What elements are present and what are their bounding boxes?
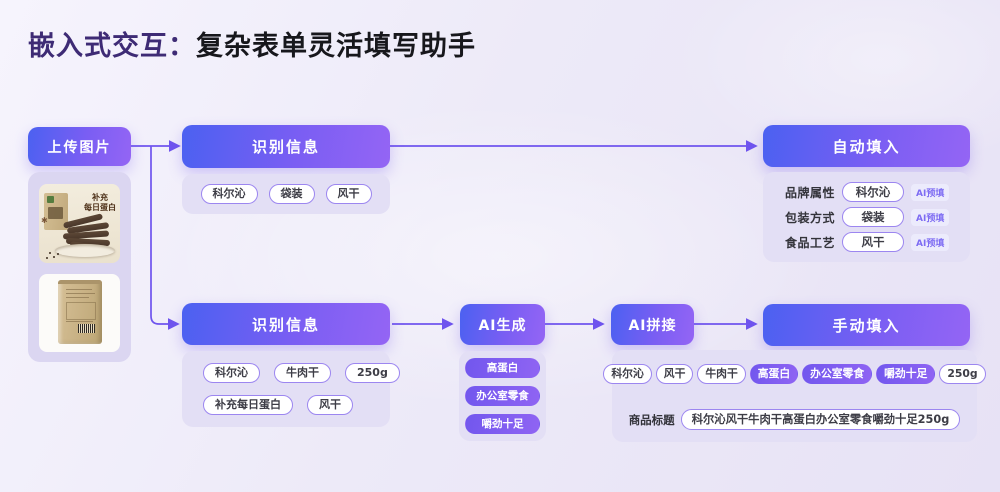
label-line [66, 289, 92, 290]
recognize-info-button-bottom[interactable]: 识别信息 [182, 303, 390, 345]
generated-tag-chip[interactable]: 办公室零食 [465, 386, 540, 406]
tag-chip[interactable]: 补充每日蛋白 [203, 395, 293, 415]
tag-chip[interactable]: 250g [345, 363, 400, 383]
peppercorn [57, 253, 59, 255]
ai-generate-button[interactable]: AI生成 [460, 304, 545, 345]
tag-chip[interactable]: 牛肉干 [274, 363, 331, 383]
recognize-info-button-top[interactable]: 识别信息 [182, 125, 390, 168]
label-line [66, 321, 93, 322]
peppercorn [46, 257, 48, 259]
photo-badge-text: 补充 每日蛋白 [84, 193, 116, 213]
photo-badge-line2: 每日蛋白 [84, 203, 116, 212]
joined-result-panel: 科尔沁 风干 牛肉干 高蛋白 办公室零食 嚼劲十足 250g 商品标题 科尔沁风… [603, 350, 986, 442]
form-row-brand: 品牌属性 科尔沁 AI预填 [763, 182, 970, 202]
peppercorn [49, 252, 51, 254]
tag-chip[interactable]: 风干 [655, 364, 694, 384]
product-photo-package-back [39, 274, 120, 352]
star-anise: ✱ [41, 216, 48, 225]
field-value-pill[interactable]: 科尔沁 [842, 182, 905, 202]
field-value-pill[interactable]: 袋装 [842, 207, 905, 227]
form-row-craft: 食品工艺 风干 AI预填 [763, 232, 970, 252]
field-label: 食品工艺 [785, 235, 836, 250]
tag-row: 科尔沁 牛肉干 250g [203, 363, 400, 383]
joined-tag-row: 科尔沁 风干 牛肉干 高蛋白 办公室零食 嚼劲十足 250g [603, 364, 986, 384]
recognized-tags-panel-bottom: 科尔沁 牛肉干 250g 补充每日蛋白 风干 [182, 351, 400, 427]
page-title: 嵌入式交互：复杂表单灵活填写助手 [28, 24, 476, 63]
product-title-value[interactable]: 科尔沁风干牛肉干高蛋白办公室零食嚼劲十足250g [680, 409, 961, 430]
manual-fill-button[interactable]: 手动填入 [763, 304, 970, 346]
field-value-pill[interactable]: 风干 [842, 232, 905, 252]
generated-tag-chip[interactable]: 嚼劲十足 [465, 414, 540, 434]
peppercorn [53, 256, 55, 258]
tag-chip[interactable]: 250g [939, 364, 986, 384]
product-title-label: 商品标题 [628, 412, 675, 427]
ai-prefill-badge: AI预填 [911, 183, 950, 201]
tag-chip[interactable]: 牛肉干 [697, 364, 746, 384]
tag-chip[interactable]: 风干 [307, 395, 353, 415]
autofill-form-panel: 品牌属性 科尔沁 AI预填 包装方式 袋装 AI预填 食品工艺 风干 AI预填 [763, 172, 970, 262]
auto-fill-button[interactable]: 自动填入 [763, 125, 970, 167]
generated-tags-panel: 高蛋白 办公室零食 嚼劲十足 [459, 351, 546, 441]
field-label: 包装方式 [785, 210, 836, 225]
tag-chip[interactable]: 科尔沁 [200, 184, 258, 204]
form-row-packaging: 包装方式 袋装 AI预填 [763, 207, 970, 227]
tag-chip[interactable]: 风干 [325, 184, 372, 204]
ai-prefill-badge: AI预填 [911, 233, 950, 251]
upload-image-button[interactable]: 上传图片 [28, 127, 131, 166]
ai-prefill-badge: AI预填 [911, 208, 950, 226]
tag-chip[interactable]: 袋装 [268, 184, 315, 204]
tag-chip[interactable]: 科尔沁 [603, 364, 652, 384]
pouch-top-fold [58, 280, 102, 284]
generated-tag-chip[interactable]: 嚼劲十足 [876, 364, 936, 384]
tag-chip[interactable]: 科尔沁 [203, 363, 260, 383]
ai-join-button[interactable]: AI拼接 [611, 304, 694, 345]
nutrition-table [66, 302, 96, 320]
product-title-row: 商品标题 科尔沁风干牛肉干高蛋白办公室零食嚼劲十足250g [612, 409, 977, 430]
title-highlight: 嵌入式交互： [28, 31, 196, 62]
tag-row: 补充每日蛋白 风干 [203, 395, 390, 415]
arrow-upload-to-recognize-bottom [150, 146, 180, 330]
title-rest: 复杂表单灵活填写助手 [196, 31, 476, 62]
plate [55, 244, 115, 257]
bag-green-label [47, 196, 54, 203]
recognized-tags-panel-top: 科尔沁 袋装 风干 [182, 174, 390, 214]
generated-tag-chip[interactable]: 高蛋白 [465, 358, 540, 378]
kraft-pouch-back [58, 280, 102, 344]
generated-tag-chip[interactable]: 办公室零食 [802, 364, 873, 384]
label-line [66, 293, 95, 294]
bag-dark-label [48, 207, 63, 219]
barcode [78, 324, 95, 333]
label-line [66, 297, 89, 298]
uploaded-images-card: 补充 每日蛋白 ✱ [28, 172, 131, 362]
field-label: 品牌属性 [785, 185, 836, 200]
photo-badge-line1: 补充 [92, 193, 108, 202]
generated-tag-chip[interactable]: 高蛋白 [749, 364, 799, 384]
product-photo-jerky: 补充 每日蛋白 ✱ [39, 184, 120, 263]
